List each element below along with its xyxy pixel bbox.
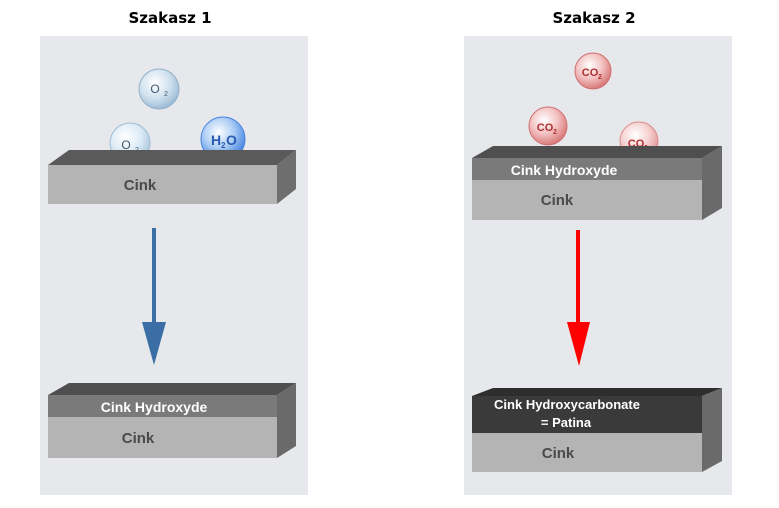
stage-2-patina-label-line1: Cink Hydroxycarbonate xyxy=(494,397,640,412)
stage-2-hydroxyde-layer-label: Cink Hydroxyde xyxy=(511,162,618,178)
h2o-subscript: 2 xyxy=(221,141,226,150)
stage-2-bottom-base-label: Cink xyxy=(542,445,575,462)
stage-2-arrow xyxy=(567,230,590,366)
co2-left-symbol: CO xyxy=(537,122,554,134)
stage-1-panel: O 2 O 2 H 2 O Cink xyxy=(40,36,308,495)
stage-2-panel: CO 2 CO 2 CO 2 Cink Hydroxyde Cink xyxy=(464,36,732,495)
stage-1-title: Szakasz 1 xyxy=(128,9,212,27)
stage-1-top-block: Cink xyxy=(48,150,296,204)
stage-2-patina-label-line2: = Patina xyxy=(541,415,592,430)
stage-2-top-base-label: Cink xyxy=(541,192,574,209)
stage-1-hydroxyde-layer-label: Cink Hydroxyde xyxy=(101,399,208,415)
co2-molecule-left: CO 2 xyxy=(528,106,568,146)
co2-left-subscript: 2 xyxy=(553,129,557,136)
stage-2-top-block: Cink Hydroxyde Cink xyxy=(472,146,722,220)
o2-bottom-symbol: O xyxy=(121,138,130,152)
o2-molecule-top: O 2 xyxy=(138,68,180,110)
stage-1-bottom-base-label: Cink xyxy=(122,430,155,447)
co2-top-subscript: 2 xyxy=(598,74,602,81)
co2-molecule-top: CO 2 xyxy=(574,52,612,90)
stage-1-top-base-label: Cink xyxy=(124,177,157,194)
o2-top-symbol: O xyxy=(150,82,159,96)
h2o-o-symbol: O xyxy=(226,132,237,148)
stage-1-arrow xyxy=(142,228,166,365)
stage-2-title: Szakasz 2 xyxy=(552,9,636,27)
stage-1-bottom-block: Cink Hydroxyde Cink xyxy=(48,383,296,458)
h2o-h-symbol: H xyxy=(211,132,221,148)
co2-top-symbol: CO xyxy=(582,67,599,79)
o2-top-subscript: 2 xyxy=(164,91,168,98)
stage-2-bottom-block: Cink Hydroxycarbonate = Patina Cink xyxy=(472,388,722,472)
